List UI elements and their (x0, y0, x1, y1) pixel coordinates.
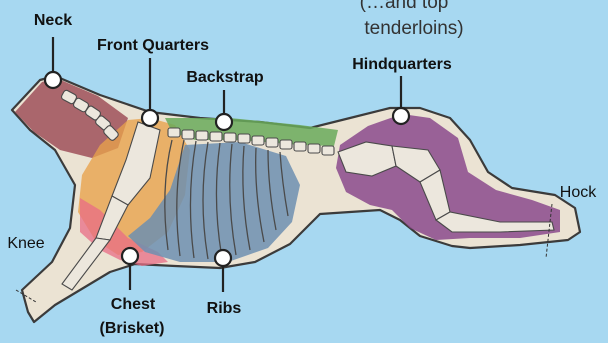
backstrap-label: Backstrap (186, 69, 264, 86)
chest-callout-dot (122, 248, 138, 264)
hindquarters-label: Hindquarters (352, 56, 452, 73)
front-quarters-label: Front Quarters (97, 37, 209, 54)
hindquarters-callout-dot (393, 108, 409, 124)
title-fragment-line1: (…and top (360, 0, 449, 13)
ribs-callout-dot (215, 250, 231, 266)
chest-label: Chest (111, 296, 156, 313)
neck-callout-dot (45, 72, 61, 88)
ribs-label: Ribs (207, 300, 242, 317)
backstrap-callout-dot (216, 114, 232, 130)
knee-label: Knee (7, 235, 44, 252)
neck-label: Neck (34, 12, 72, 29)
brisket-label: (Brisket) (100, 320, 165, 337)
front-quarters-callout-dot (142, 110, 158, 126)
hock-label: Hock (560, 184, 597, 201)
title-fragment-line2: tenderloins) (364, 18, 463, 39)
